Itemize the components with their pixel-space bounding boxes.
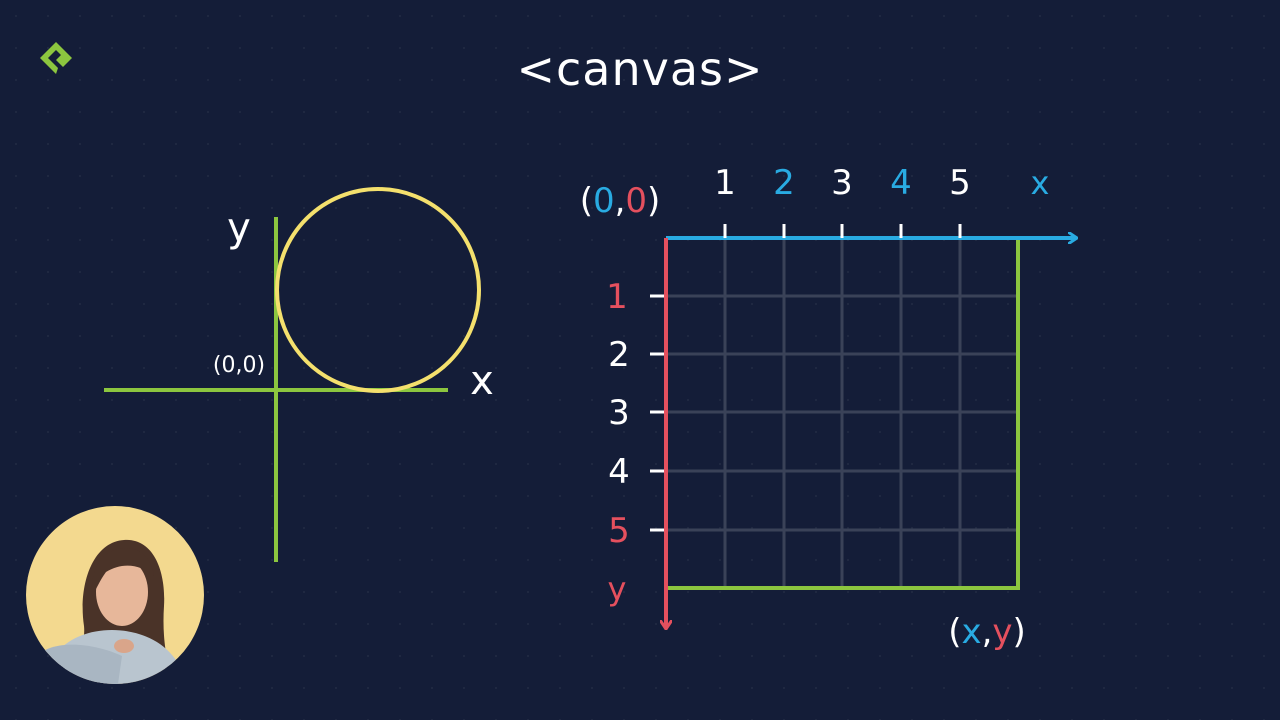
y-tick-marks bbox=[650, 294, 664, 532]
canvas-corner-label: (x,y) bbox=[948, 612, 1026, 652]
page-title: <canvas> bbox=[516, 42, 764, 96]
y-tick-label-2: 2 bbox=[608, 335, 630, 375]
yellow-circle bbox=[275, 187, 481, 393]
cartesian-origin-label: (0,0) bbox=[213, 353, 265, 378]
canvas-origin-label: (0,0) bbox=[580, 181, 661, 221]
cartesian-y-label: y bbox=[227, 205, 251, 251]
x-tick-marks bbox=[723, 224, 962, 238]
x-tick-label-3: 3 bbox=[831, 163, 853, 203]
x-tick-label-5: 5 bbox=[949, 163, 971, 203]
x-tick-label-1: 1 bbox=[714, 163, 736, 203]
cartesian-x-label: x bbox=[470, 358, 494, 404]
canvas-grid bbox=[666, 238, 1018, 588]
canvas-y-axis-label: y bbox=[608, 570, 627, 608]
logo-icon bbox=[40, 42, 72, 74]
y-tick-label-3: 3 bbox=[608, 393, 630, 433]
x-tick-label-4: 4 bbox=[890, 163, 912, 203]
presenter-webcam bbox=[26, 506, 204, 684]
y-tick-label-1: 1 bbox=[606, 277, 628, 317]
y-tick-label-5: 5 bbox=[608, 511, 630, 551]
canvas-x-axis-label: x bbox=[1031, 164, 1050, 202]
x-tick-label-2: 2 bbox=[773, 163, 795, 203]
y-tick-label-4: 4 bbox=[608, 452, 630, 492]
